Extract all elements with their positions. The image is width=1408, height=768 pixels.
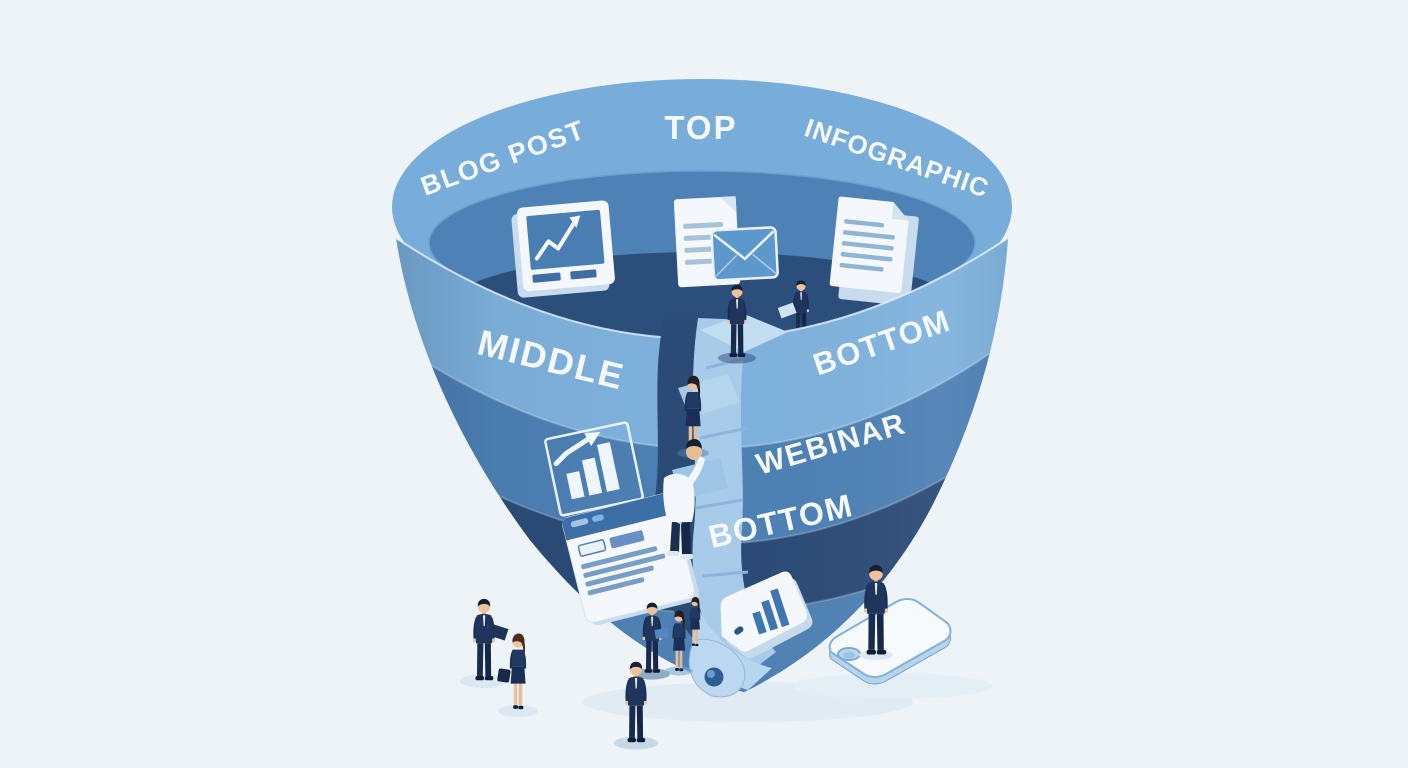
blue-ball (704, 667, 724, 687)
info-line (844, 219, 885, 228)
chart-frame (544, 421, 644, 517)
figure-climber-white-shirt (663, 439, 705, 559)
webpage-header (562, 493, 676, 541)
figure-businessman-slope-folder (634, 602, 670, 680)
webpage-line (583, 553, 666, 578)
platform-ground-shadow (792, 673, 992, 699)
tray-slot-right (570, 269, 597, 280)
figure-businessman-tip (614, 661, 658, 750)
webpage-line (581, 546, 658, 570)
tag-bar (752, 611, 767, 635)
figure-businesswoman-bag (497, 633, 538, 717)
figure-businesswoman-path-bottom (665, 610, 693, 676)
envelope-flap (712, 230, 775, 261)
doc-line (684, 258, 716, 265)
webpage-line (587, 577, 645, 596)
info-line (839, 262, 884, 272)
info-line (843, 230, 895, 240)
envelope (710, 226, 779, 282)
webpage-box (577, 539, 607, 557)
infographic-fold (891, 202, 909, 221)
path-steps (695, 354, 757, 578)
figure-businessman-inside-top (718, 284, 756, 364)
growth-arrowhead (569, 215, 581, 228)
label-top: TOP (664, 109, 737, 146)
presentation-growth-chart-icon (511, 200, 615, 298)
doc-line (683, 222, 724, 229)
path-top-platform (700, 314, 788, 352)
webpage-line (585, 565, 654, 587)
chart-arrowhead (584, 431, 601, 447)
growth-line (534, 221, 576, 261)
info-line (840, 252, 893, 262)
document-email-icon (673, 196, 779, 288)
folder-in-hand (654, 627, 669, 639)
bag-in-hand (497, 668, 511, 683)
chart-bar (581, 457, 603, 496)
bar-chart-growth-icon (544, 421, 644, 517)
chart-arrow (553, 435, 593, 467)
figure-businessman-laptop (460, 598, 509, 688)
tag-platform (828, 565, 952, 685)
tag-bar (761, 599, 779, 631)
chart-bar (566, 471, 585, 500)
infographic-document-icon (829, 196, 919, 306)
platform-man-shadow (859, 650, 893, 660)
webpage-header-pill (592, 514, 604, 522)
webpage-header-pill (570, 518, 589, 528)
chart-bar (597, 442, 620, 492)
webpage-box (609, 530, 645, 549)
webpage-icon (562, 493, 700, 626)
envelope-creases (715, 253, 777, 277)
info-line (841, 241, 894, 251)
document-in-hand (777, 302, 797, 319)
tag-bar (770, 588, 790, 628)
platform-hole-inner (843, 651, 855, 659)
tag-hole (734, 626, 744, 635)
price-tag-chart-icon (720, 571, 813, 659)
tray-slot-left (532, 272, 561, 283)
laptop-in-hand (488, 623, 509, 641)
document-fold (719, 196, 737, 213)
platform-top (828, 598, 952, 678)
blue-ball-highlight (707, 670, 715, 678)
